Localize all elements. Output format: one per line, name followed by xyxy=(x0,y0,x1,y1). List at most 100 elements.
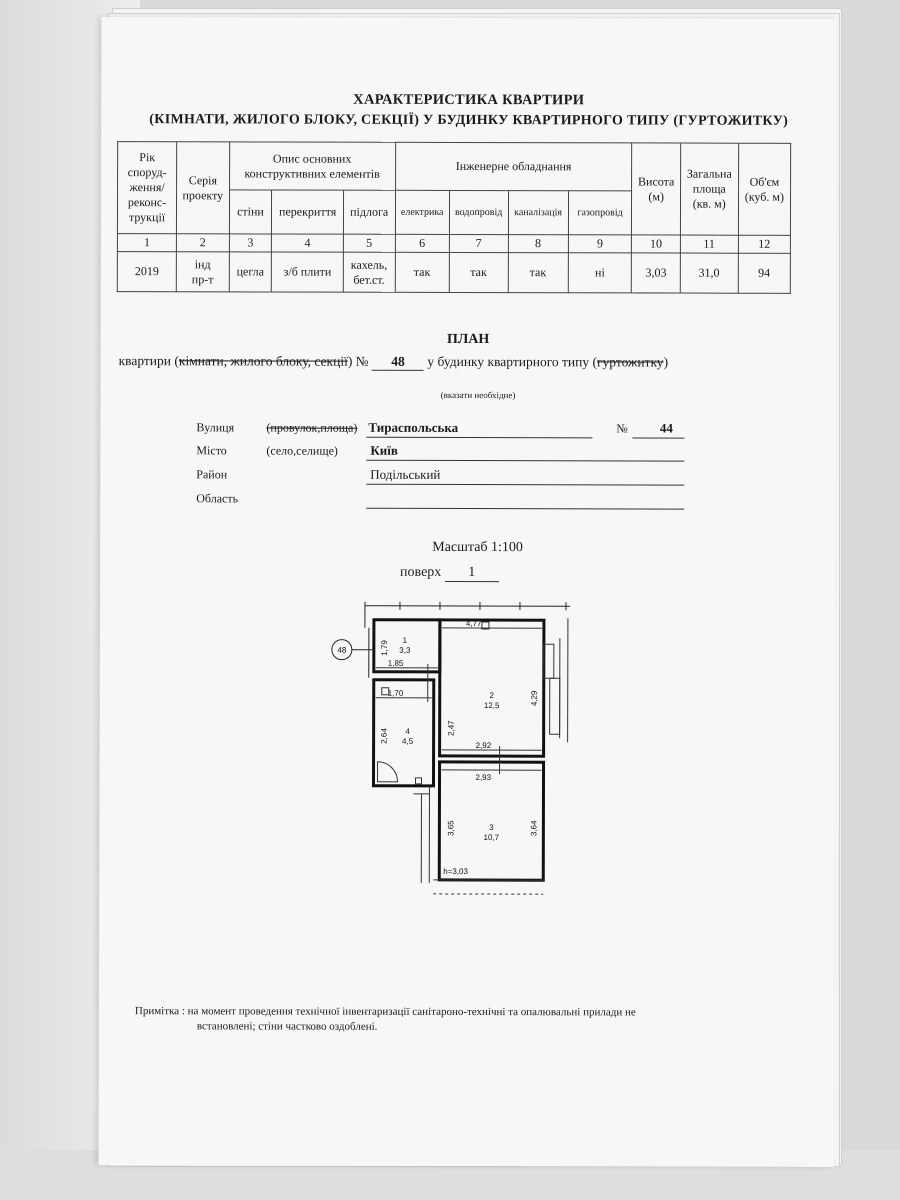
city-underline xyxy=(366,459,685,462)
street-alt-struck: (провулок,площа) xyxy=(266,420,358,435)
ceiling-height-label: h=3,03 xyxy=(443,867,468,876)
struck-text: гуртожитку xyxy=(596,354,664,370)
apartment-tag-circle xyxy=(331,639,353,661)
col-number: 6 xyxy=(394,234,450,253)
header-electric: електрика xyxy=(394,190,450,235)
city-value: Київ xyxy=(370,442,398,458)
window xyxy=(543,643,555,679)
floor-line: поверх 1 xyxy=(400,564,499,583)
cell-height: 3,03 xyxy=(631,252,681,294)
col-number: 2 xyxy=(176,233,229,252)
hint-text: (вказати необхідне) xyxy=(440,389,516,401)
header-floor: підлога xyxy=(343,190,396,235)
note-text-line1: на момент проведення технічної інвентари… xyxy=(187,1005,636,1019)
dimension-label: 2,47 xyxy=(447,720,456,736)
building-top-line xyxy=(364,605,570,607)
document-subtitle: (КІМНАТИ, ЖИЛОГО БЛОКУ, СЕКЦІЇ) У БУДИНК… xyxy=(149,112,789,129)
document-title: ХАРАКТЕРИСТИКА КВАРТИРИ xyxy=(353,91,585,109)
dimension-label: 2,92 xyxy=(476,741,492,750)
note-label: Примітка : xyxy=(134,1005,185,1018)
plan-close: ) xyxy=(663,354,669,370)
floor-label: поверх xyxy=(400,564,442,580)
street-label: Вулиця xyxy=(196,420,235,435)
header-walls: стіни xyxy=(228,189,272,234)
room-3-area: 10,7 xyxy=(484,833,500,842)
room-1-number: 1 xyxy=(403,636,408,645)
cell-floor: кахель,бет.ст. xyxy=(343,252,395,293)
document-sheet: ХАРАКТЕРИСТИКА КВАРТИРИ (КІМНАТИ, ЖИЛОГО… xyxy=(98,17,837,1167)
socket-icon xyxy=(414,777,423,785)
plan-suffix: у будинку квартирного типу ( xyxy=(427,353,598,370)
cell-volume: 94 xyxy=(737,253,791,294)
dimension-label: 3,64 xyxy=(529,820,538,836)
dimension-label: 3,65 xyxy=(446,820,455,836)
plan-number-label: ) № xyxy=(347,353,369,369)
room-4-outline xyxy=(371,678,436,788)
cell-water: так xyxy=(449,252,508,293)
header-gas: газопровід xyxy=(568,190,633,235)
header-height: Висота(м) xyxy=(631,142,681,236)
house-number-underline xyxy=(632,437,685,439)
scale-text: Масштаб 1:100 xyxy=(432,539,523,556)
house-number-label: № xyxy=(616,421,628,436)
dimension-label: 2,93 xyxy=(476,773,492,782)
district-underline xyxy=(366,483,685,486)
door-swing xyxy=(377,761,399,783)
col-number: 4 xyxy=(271,233,344,253)
cell-area: 31,0 xyxy=(680,253,739,294)
struck-text: кімнати, жилого блоку, секції xyxy=(178,353,348,369)
street-value: Тираспольська xyxy=(368,419,459,435)
note-text-line2: встановлені; стіни частково оздоблені. xyxy=(196,1020,378,1033)
header-ceiling: перекриття xyxy=(271,189,344,235)
apartment-number: 48 xyxy=(371,353,424,371)
col-number: 7 xyxy=(449,234,508,253)
socket-icon xyxy=(481,621,490,630)
dimension-label: 1,85 xyxy=(388,659,404,668)
region-label: Область xyxy=(196,491,239,506)
cell-walls: цегла xyxy=(228,251,272,292)
socket-icon xyxy=(381,687,390,696)
col-number: 8 xyxy=(507,234,569,253)
dimension-label: 4,29 xyxy=(530,690,539,706)
district-label: Район xyxy=(196,467,228,482)
note: Примітка : на момент проведення технічно… xyxy=(135,1004,715,1036)
column-numbers-row: 1 2 3 4 5 6 7 8 9 10 11 12 xyxy=(117,233,791,254)
plan-description: квартири (кімнати, жилого блоку, секції)… xyxy=(119,353,669,371)
header-volume: Об'єм(куб. м) xyxy=(738,143,791,236)
house-number-value: 44 xyxy=(659,420,673,436)
header-sewer: каналізація xyxy=(507,190,569,235)
room-4-number: 4 xyxy=(405,727,410,736)
col-number: 5 xyxy=(343,234,395,253)
col-number: 12 xyxy=(738,235,791,254)
header-water: водопровід xyxy=(449,190,509,235)
apartment-tag: 48 xyxy=(337,646,346,655)
header-engineering-group: Інженерне обладнання xyxy=(395,142,633,191)
street-underline xyxy=(366,436,593,439)
room-3-number: 3 xyxy=(489,823,494,832)
col-number: 10 xyxy=(631,234,681,254)
dimension-label: 1,70 xyxy=(388,689,404,698)
floor-plan-drawing: 48 1 3,3 2 12,5 4 4,5 3 10,7 4,77 1,85 1… xyxy=(331,601,570,895)
col-number: 9 xyxy=(568,234,632,253)
room-2-area: 12,5 xyxy=(484,701,500,710)
plan-heading: ПЛАН xyxy=(446,331,490,348)
window xyxy=(549,677,561,735)
cell-electric: так xyxy=(394,252,450,293)
cell-sewer: так xyxy=(507,252,569,293)
cell-gas: ні xyxy=(567,252,632,293)
city-alt-label: (село,селище) xyxy=(266,443,338,458)
room-4-area: 4,5 xyxy=(402,737,414,746)
dimension-label: 2,64 xyxy=(380,728,389,744)
cell-year: 2019 xyxy=(117,251,177,292)
col-number: 11 xyxy=(680,235,739,254)
col-number: 3 xyxy=(228,233,272,252)
dimension-label: 1,79 xyxy=(380,640,389,656)
region-underline xyxy=(366,507,685,510)
room-2-outline xyxy=(438,618,546,758)
dimension-label: 4,77 xyxy=(466,619,482,628)
